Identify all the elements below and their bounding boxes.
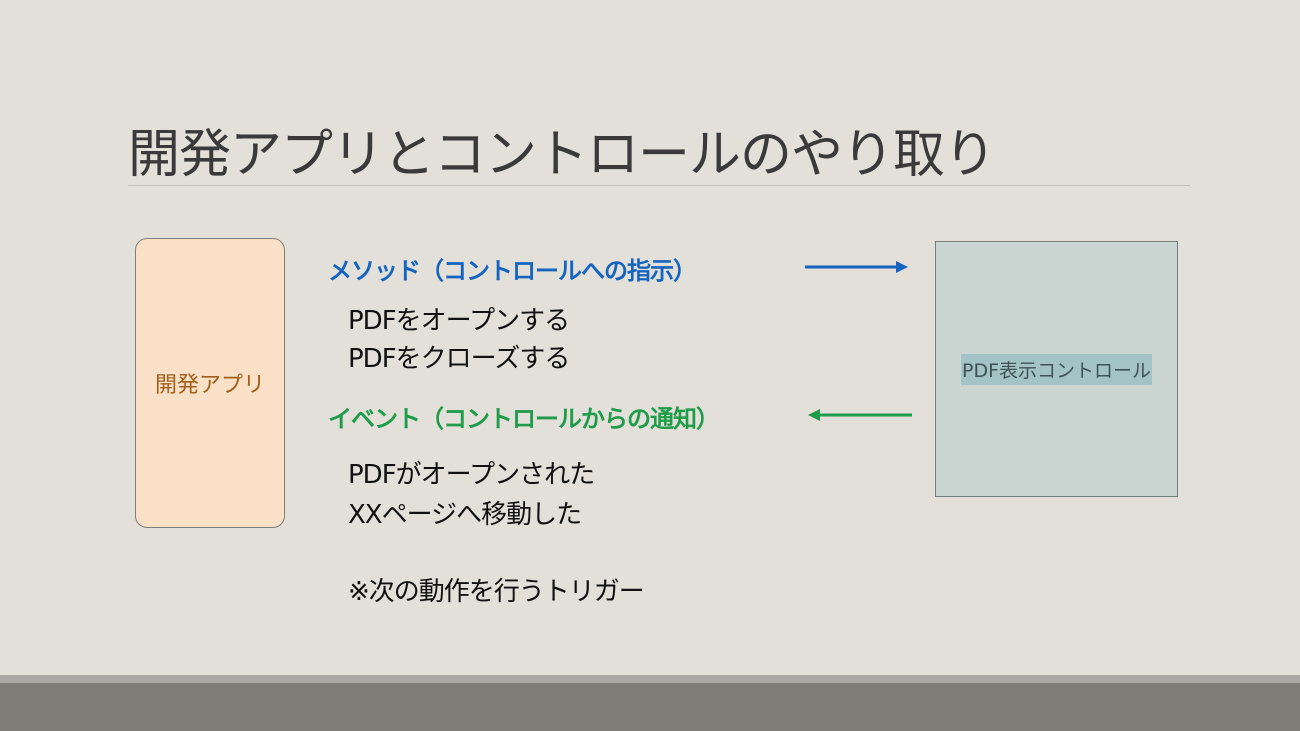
arrow-right-icon <box>805 261 908 273</box>
event-heading: イベント（コントロールからの通知） <box>328 405 720 433</box>
method-item: PDFをオープンする <box>348 306 570 336</box>
bottom-bar <box>0 683 1300 731</box>
method-heading: メソッド（コントロールへの指示） <box>328 257 697 285</box>
control-box: PDF表示コントロール <box>935 241 1178 497</box>
bottom-strip <box>0 675 1300 683</box>
event-item: XXページへ移動した <box>348 500 582 530</box>
trigger-note: ※次の動作を行うトリガー <box>348 577 645 607</box>
slide-title: 開発アプリとコントロールのやり取り <box>128 125 996 185</box>
app-box-label: 開発アプリ <box>154 373 265 398</box>
control-box-label: PDF表示コントロール <box>960 353 1153 385</box>
app-box: 開発アプリ <box>135 238 285 528</box>
title-divider <box>128 185 1190 186</box>
method-item: PDFをクローズする <box>348 344 570 374</box>
event-item: PDFがオープンされた <box>348 460 595 490</box>
arrow-left-icon <box>808 409 912 421</box>
